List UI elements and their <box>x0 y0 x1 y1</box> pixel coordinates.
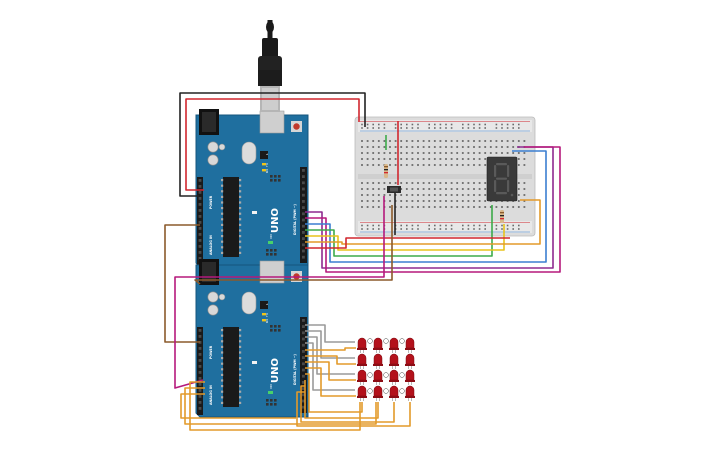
tx-label: TX <box>265 163 269 168</box>
wire-black-0[interactable] <box>179 92 366 197</box>
tx-label: TX <box>265 313 269 318</box>
led-r4-c1[interactable] <box>357 385 373 401</box>
led-r2-c2[interactable] <box>373 353 383 369</box>
on-label: ON <box>269 234 273 239</box>
led-r4-c3[interactable] <box>389 385 405 401</box>
power-label: POWER <box>209 195 213 209</box>
on-label: ON <box>269 384 273 389</box>
resistor-top[interactable] <box>384 164 388 178</box>
l-label: L <box>265 303 269 305</box>
board-brand-label: UNO <box>270 208 281 233</box>
resistor-display[interactable] <box>500 210 504 223</box>
led-r3-c4[interactable] <box>405 369 415 385</box>
led-r2-c1[interactable] <box>357 353 367 369</box>
led-r1-c2[interactable] <box>373 337 389 353</box>
led-r1-c1[interactable] <box>357 337 373 353</box>
analog-label: ANALOG IN <box>209 235 213 255</box>
led-r2-c4[interactable] <box>405 353 415 369</box>
wire-grey-15[interactable] <box>305 330 355 359</box>
wire-grey-14[interactable] <box>305 324 355 343</box>
led-r2-c3[interactable] <box>389 353 399 369</box>
led-r4-c2[interactable] <box>373 385 389 401</box>
wire-blue-6[interactable] <box>305 150 547 263</box>
wire-magenta-13[interactable] <box>174 196 385 389</box>
wire-orange-19[interactable] <box>305 355 356 365</box>
rx-label: RX <box>265 169 269 173</box>
wire-green-7[interactable] <box>305 205 493 257</box>
wire-orange-28[interactable] <box>180 393 296 419</box>
board-brand-label: UNO <box>270 358 281 383</box>
l-label: L <box>265 153 269 155</box>
analog-label: ANALOG IN <box>209 385 213 405</box>
wire-orange-21[interactable] <box>305 367 356 397</box>
wire-orange-25[interactable] <box>296 391 411 427</box>
led-r3-c2[interactable] <box>373 369 389 385</box>
led-r4-c4[interactable] <box>405 385 415 401</box>
wire-orange-27[interactable] <box>184 387 377 425</box>
wire-orange-24[interactable] <box>300 385 395 423</box>
digital-label: DIGITAL (PWM ~) <box>293 354 297 385</box>
seven-segment-display[interactable] <box>486 156 518 202</box>
wire-grey-17[interactable] <box>305 342 355 391</box>
wire-orange-9[interactable] <box>305 199 541 245</box>
wire-red-1[interactable] <box>185 98 360 191</box>
led-r1-c4[interactable] <box>405 337 415 353</box>
led-r1-c3[interactable] <box>389 337 405 353</box>
power-label: POWER <box>209 345 213 359</box>
segments <box>494 163 514 197</box>
digital-label: DIGITAL (PWM ~) <box>293 204 297 235</box>
rx-label: RX <box>265 319 269 323</box>
wire-orange-22[interactable] <box>305 373 363 413</box>
wire-brown-11[interactable] <box>164 224 200 343</box>
wire-orange-18[interactable] <box>305 347 356 351</box>
push-button[interactable] <box>387 186 401 193</box>
led-r3-c1[interactable] <box>357 369 373 385</box>
wire-brown-12[interactable] <box>194 205 393 285</box>
wire-orange-26[interactable] <box>189 381 361 431</box>
wire-magenta-5[interactable] <box>305 146 561 273</box>
wire-orange-20[interactable] <box>305 361 356 381</box>
wire-orange-23[interactable] <box>304 380 379 419</box>
led-r3-c3[interactable] <box>389 369 405 385</box>
led-matrix[interactable] <box>357 337 415 401</box>
wire-yellow-8[interactable] <box>305 224 505 251</box>
wire-red-10[interactable] <box>305 237 510 249</box>
breadboard[interactable] <box>354 116 536 237</box>
wires <box>164 92 561 431</box>
